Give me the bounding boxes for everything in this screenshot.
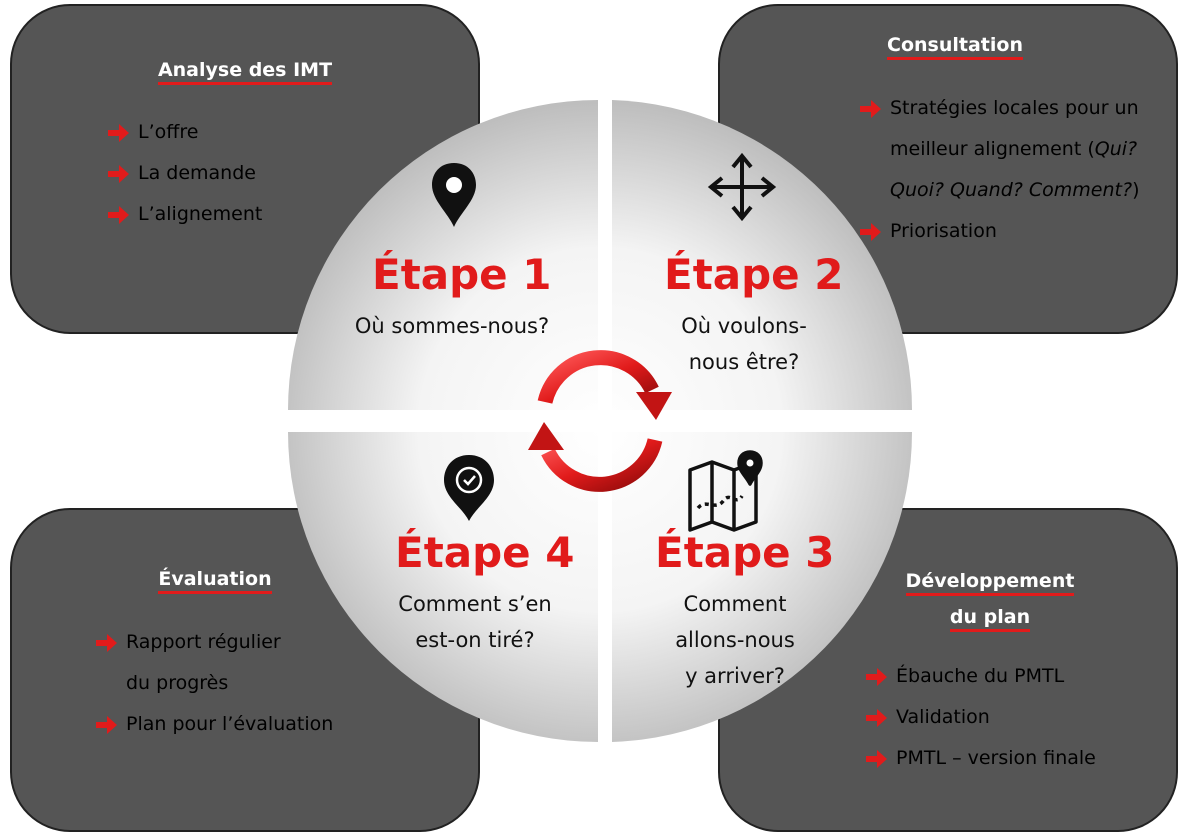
evaluation-item-cont: du progrès <box>96 663 333 704</box>
step-1-question: Où sommes-nous? <box>354 314 550 338</box>
developpement-title-line-1: Développement <box>905 570 1075 596</box>
arrow-right-icon <box>860 223 881 241</box>
consultation-item-line-1: Stratégies locales pour un <box>890 97 1139 119</box>
cycle-arrows-icon <box>528 350 672 492</box>
evaluation-item-label: Plan pour l’évaluation <box>126 713 334 735</box>
evaluation-title: Évaluation <box>115 564 315 594</box>
evaluation-list: Rapport régulier du progrès Plan pour l’… <box>96 622 333 745</box>
arrow-right-icon <box>108 165 129 183</box>
step-4-title: Étape 4 <box>395 528 575 577</box>
evaluation-item: Plan pour l’évaluation <box>96 704 333 745</box>
consultation-item-line-2: meilleur alignement ( <box>890 138 1095 160</box>
map-icon <box>688 450 763 532</box>
analyse-item-label: La demande <box>138 162 256 184</box>
developpement-title: Développement du plan <box>880 563 1100 635</box>
analyse-item: L’alignement <box>108 194 262 235</box>
arrow-right-icon <box>866 709 887 727</box>
step-2-question-line-1: Où voulons- <box>681 314 807 338</box>
developpement-item-label: Validation <box>896 706 990 728</box>
quadrant-etape-4 <box>288 432 598 742</box>
developpement-title-line-2: du plan <box>949 606 1031 632</box>
step-3-question-line-2: allons-nous <box>675 628 795 652</box>
analyse-item: L’offre <box>108 112 262 153</box>
step-2-question-line-2: nous être? <box>688 350 800 374</box>
quadrant-etape-2 <box>612 100 913 410</box>
step-3-question-line-1: Comment <box>683 592 787 616</box>
consultation-item-line-2-italic: Qui? <box>1094 138 1138 160</box>
consultation-list: Stratégies locales pour un meilleur alig… <box>860 88 1140 252</box>
consultation-item-cont: Quoi? Quand? Comment?) <box>860 170 1140 211</box>
consultation-item-line-3: ) <box>1132 179 1140 201</box>
consultation-item-line-3-italic: Quoi? Quand? Comment? <box>890 179 1133 201</box>
developpement-item-label: Ébauche du PMTL <box>896 665 1065 687</box>
step-1-title: Étape 1 <box>372 250 552 299</box>
arrow-right-icon <box>866 750 887 768</box>
developpement-item: Ébauche du PMTL <box>866 656 1096 697</box>
quadrant-etape-3 <box>612 432 913 742</box>
step-3-title: Étape 3 <box>655 528 835 577</box>
step-4-question-line-2: est-on tiré? <box>415 628 535 652</box>
step-3-question-line-3: y arriver? <box>685 664 785 688</box>
consultation-title-text: Consultation <box>887 34 1023 60</box>
evaluation-item-line-1: Rapport régulier <box>126 631 281 653</box>
developpement-list: Ébauche du PMTL Validation PMTL – versio… <box>866 656 1096 779</box>
analyse-item-label: L’offre <box>138 121 199 143</box>
developpement-item: Validation <box>866 697 1096 738</box>
step-2-title: Étape 2 <box>664 250 844 299</box>
consultation-item-cont: meilleur alignement (Qui? <box>860 129 1140 170</box>
evaluation-title-text: Évaluation <box>158 568 272 594</box>
quadrant-etape-1 <box>288 100 598 410</box>
arrow-right-icon <box>108 124 129 142</box>
evaluation-item-line-2: du progrès <box>126 672 229 694</box>
analyse-title-text: Analyse des IMT <box>157 59 333 85</box>
consultation-item: Stratégies locales pour un <box>860 88 1140 129</box>
arrow-right-icon <box>96 716 117 734</box>
step-4-question-line-1: Comment s’en <box>398 592 552 616</box>
consultation-item: Priorisation <box>860 211 1140 252</box>
arrow-right-icon <box>860 100 881 118</box>
analyse-list: L’offre La demande L’alignement <box>108 112 262 235</box>
move-arrows-icon <box>707 152 777 222</box>
analyse-title: Analyse des IMT <box>130 55 360 85</box>
arrow-right-icon <box>866 668 887 686</box>
consultation-title: Consultation <box>855 30 1055 60</box>
consultation-item-label: Priorisation <box>890 220 997 242</box>
arrow-right-icon <box>108 206 129 224</box>
location-check-icon <box>444 455 494 521</box>
analyse-item: La demande <box>108 153 262 194</box>
evaluation-item: Rapport régulier <box>96 622 333 663</box>
arrow-right-icon <box>96 634 117 652</box>
developpement-item: PMTL – version finale <box>866 738 1096 779</box>
developpement-item-label: PMTL – version finale <box>896 747 1096 769</box>
location-pin-icon <box>432 163 476 227</box>
analyse-item-label: L’alignement <box>138 203 263 225</box>
